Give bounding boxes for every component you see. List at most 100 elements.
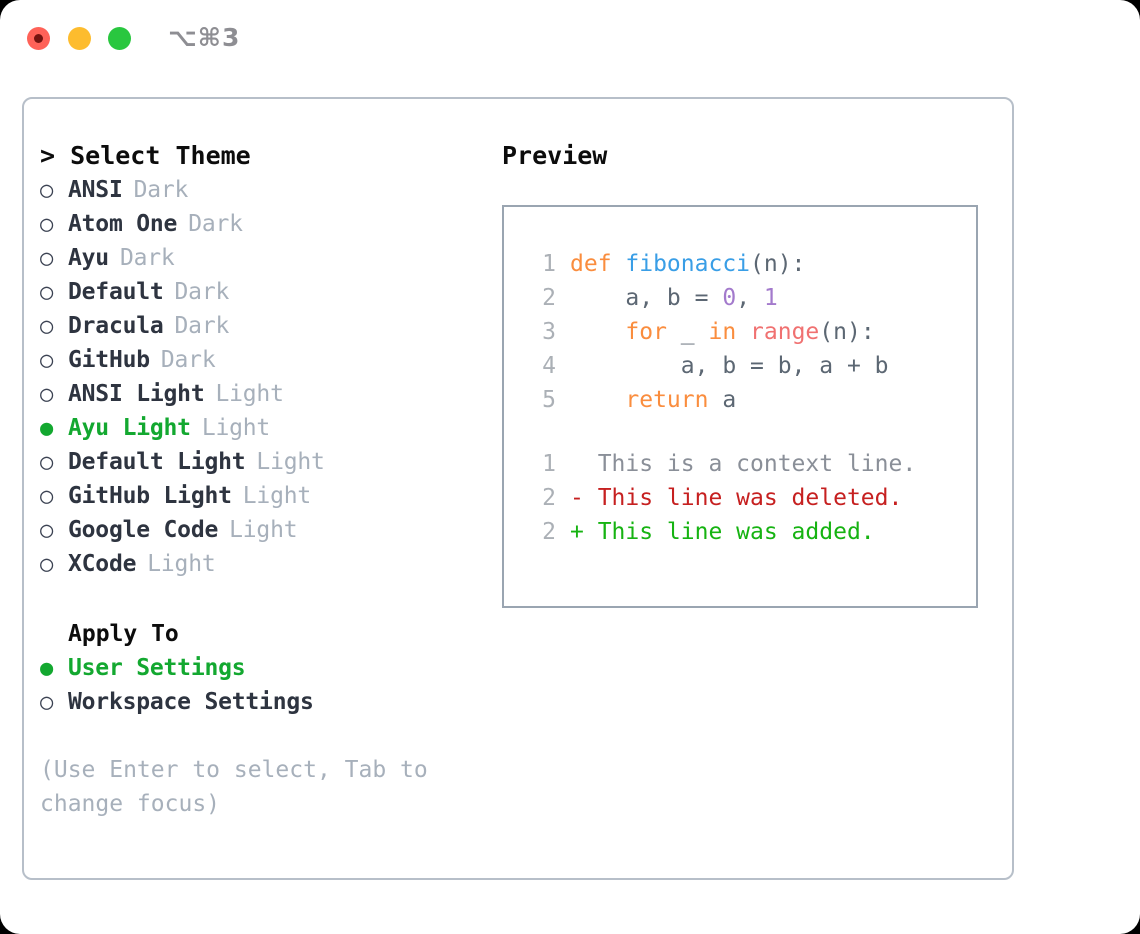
select-theme-heading: > Select Theme [40, 141, 251, 170]
code-line: 4 a, b = b, a + b [522, 349, 976, 383]
radio-unselected-icon: ○ [40, 178, 54, 203]
code-token: , [736, 285, 764, 311]
code-token: (n): [750, 251, 806, 277]
diff-text: + This line was added. [570, 519, 875, 545]
radio-unselected-icon: ○ [40, 518, 54, 543]
line-number: 3 [542, 319, 556, 345]
theme-category-tag: Light [229, 517, 298, 543]
line-number: 2 [542, 285, 556, 311]
apply-to-list[interactable]: ● User Settings ○ Workspace Settings [40, 651, 470, 719]
radio-unselected-icon: ○ [40, 246, 54, 271]
code-token: a, b = b, a + b [570, 353, 889, 379]
code-token: fibonacci [625, 251, 751, 277]
apply-to-option[interactable]: ● User Settings [40, 651, 470, 685]
code-line: 3 for _ in range(n): [522, 315, 976, 349]
theme-category-tag: Light [256, 449, 325, 475]
shortcut-label: ⌥⌘3 [168, 23, 241, 52]
line-number: 2 [542, 519, 556, 545]
apply-to-option[interactable]: ○ Workspace Settings [40, 685, 470, 719]
theme-name: Default [68, 279, 164, 305]
code-text: return a [570, 383, 736, 417]
code-token: (n): [819, 319, 875, 345]
code-token: return [625, 387, 709, 413]
theme-category-tag: Dark [174, 279, 230, 305]
theme-name: Atom One [68, 211, 178, 237]
line-number: 1 [542, 251, 556, 277]
code-token: for [625, 319, 667, 345]
theme-name: Default Light [68, 449, 246, 475]
code-token: a [708, 387, 737, 413]
code-line: 1 def fibonacci(n): [522, 247, 976, 281]
theme-list-item[interactable]: ○ ANSI Light Light [40, 377, 470, 411]
radio-unselected-icon: ○ [40, 212, 54, 237]
theme-category-tag: Dark [133, 177, 189, 203]
apply-to-label: Workspace Settings [68, 689, 314, 715]
radio-unselected-icon: ○ [40, 552, 54, 577]
radio-unselected-icon: ○ [40, 382, 54, 407]
line-number: 2 [542, 485, 556, 511]
apply-to-label: User Settings [68, 655, 246, 681]
radio-selected-icon: ● [40, 656, 54, 681]
theme-name: GitHub [68, 347, 150, 373]
code-token [570, 387, 625, 413]
theme-category-tag: Light [201, 415, 271, 441]
theme-category-tag: Dark [160, 347, 216, 373]
minimize-button[interactable] [68, 27, 91, 50]
close-button[interactable] [27, 27, 50, 50]
diff-line: 2 + This line was added. [522, 515, 976, 549]
code-text: def fibonacci(n): [570, 247, 805, 281]
preview-heading: Preview [502, 141, 608, 170]
theme-category-tag: Light [242, 483, 312, 509]
theme-list-item[interactable]: ○ Default Dark [40, 275, 470, 309]
code-text: a, b = b, a + b [570, 349, 889, 383]
line-number: 1 [542, 451, 556, 477]
theme-name: Dracula [68, 313, 164, 339]
theme-category-tag: Light [215, 381, 284, 407]
radio-unselected-icon: ○ [40, 280, 54, 305]
apply-to-section: Apply To ●User Settings○Workspace Settin… [40, 617, 470, 719]
diff-text: This is a context line. [570, 451, 917, 477]
recording-indicator-icon [34, 34, 43, 43]
maximize-button[interactable] [108, 27, 131, 50]
theme-name: Google Code [68, 517, 219, 543]
radio-unselected-icon: ○ [40, 348, 54, 373]
diff-sample: 1 This is a context line. 2 - This line wa… [522, 447, 976, 549]
code-text: a, b = 0, 1 [570, 281, 778, 315]
code-line: 2 a, b = 0, 1 [522, 281, 976, 315]
theme-category-tag: Dark [119, 245, 175, 271]
code-token: 0 [722, 285, 737, 311]
theme-list-item[interactable]: ○ GitHub Dark [40, 343, 470, 377]
radio-unselected-icon: ○ [40, 484, 54, 509]
theme-category-tag: Light [147, 551, 216, 577]
radio-selected-icon: ● [40, 416, 54, 441]
code-line: 5 return a [522, 383, 976, 417]
diff-line: 1 This is a context line. [522, 447, 976, 481]
radio-unselected-icon: ○ [40, 314, 54, 339]
code-text: for _ in range(n): [570, 315, 875, 349]
diff-line: 2 - This line was deleted. [522, 481, 976, 515]
theme-name: ANSI Light [68, 381, 205, 407]
code-token: def [570, 251, 626, 277]
code-token [570, 319, 625, 345]
code-spacer [522, 417, 976, 447]
radio-unselected-icon: ○ [40, 690, 54, 715]
code-token: 1 [763, 285, 778, 311]
code-token: _ [666, 319, 709, 345]
diff-text: - This line was deleted. [570, 485, 903, 511]
theme-list-item[interactable]: ○ Google Code Light [40, 513, 470, 547]
